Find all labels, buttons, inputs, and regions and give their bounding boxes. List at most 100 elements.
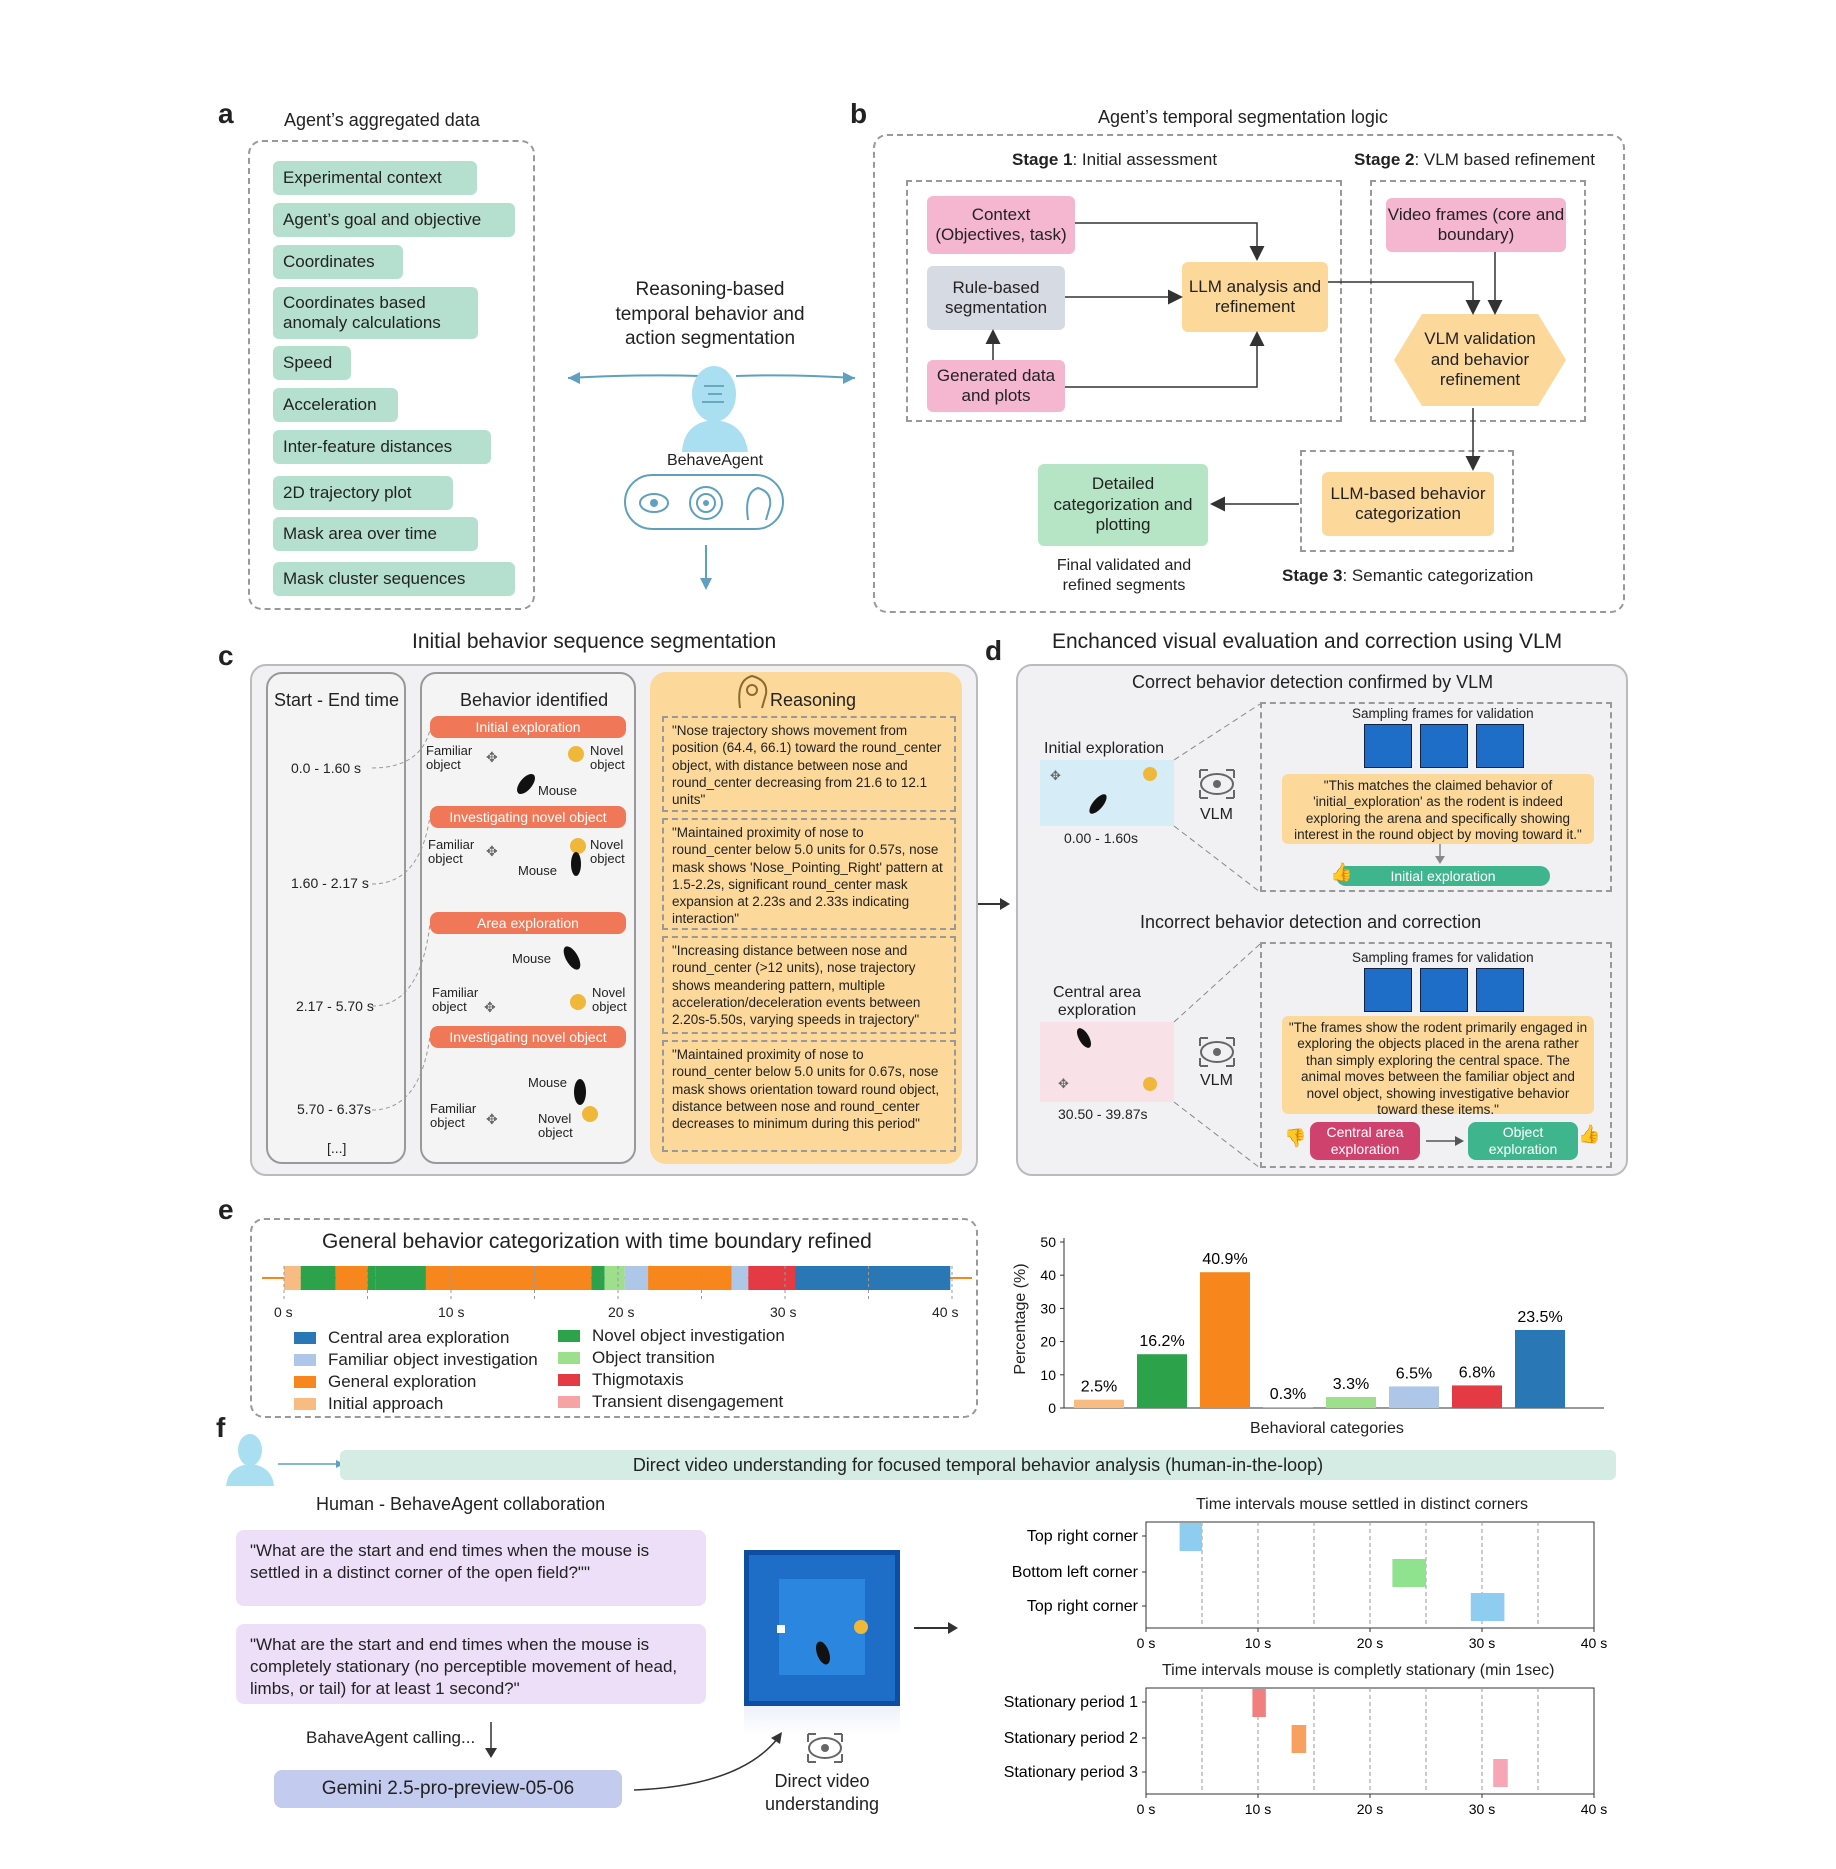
data-item: Coordinates bbox=[273, 245, 403, 279]
bar-value-label: 6.5% bbox=[1396, 1365, 1432, 1382]
vlm-eye-icon bbox=[1199, 1037, 1235, 1067]
bar-value-label: 3.3% bbox=[1333, 1376, 1369, 1393]
novel-object-label: Novel object bbox=[590, 743, 625, 773]
vlm-label: VLM bbox=[1200, 1072, 1233, 1089]
vlm-validation-label: VLM validation and behavior refinement bbox=[1424, 329, 1536, 390]
initial-exploration-label: Initial exploration bbox=[1044, 740, 1165, 757]
sampling-label: Sampling frames for validation bbox=[1352, 706, 1534, 721]
x-tick-label: 40 s bbox=[1581, 1801, 1607, 1816]
interval-bar bbox=[1470, 1593, 1505, 1621]
segmentation-title: Initial behavior sequence segmentation bbox=[412, 630, 777, 653]
center-title: Reasoning-based temporal behavior and ac… bbox=[615, 279, 805, 350]
timeline-tick: 0 s bbox=[274, 1304, 293, 1320]
video-to-results-arrow bbox=[914, 1622, 958, 1634]
open-field-sketch bbox=[777, 1579, 868, 1675]
time-label: 30.50 - 39.87s bbox=[1058, 1106, 1148, 1122]
user-question: "What are the start and end times when t… bbox=[236, 1624, 706, 1704]
percentage-bar-chart: 010203040502.5%16.2%40.9%0.3%3.3%6.5%6.8… bbox=[1040, 1234, 1604, 1416]
vlm-label: VLM bbox=[1200, 806, 1233, 823]
down-arrow bbox=[485, 1722, 497, 1758]
video-eye-icon bbox=[807, 1733, 843, 1763]
bar-y-tick-label: 30 bbox=[1040, 1300, 1056, 1316]
video-frame-thumbnail bbox=[1476, 724, 1524, 768]
vlm-quote: "This matches the claimed behavior of 'i… bbox=[1282, 774, 1594, 844]
timeline-segment bbox=[335, 1266, 368, 1290]
vlm-quote: "The frames show the rodent primarily en… bbox=[1282, 1016, 1594, 1117]
legend-item: Novel object investigation bbox=[558, 1326, 785, 1346]
familiar-object-label: Familiar object bbox=[430, 1101, 477, 1131]
svg-text:✥: ✥ bbox=[486, 1111, 498, 1127]
final-segments-label: Final validated and refined segments bbox=[1056, 557, 1192, 594]
reasoning-text: "Increasing distance between nose and ro… bbox=[662, 936, 956, 1034]
behavior-tag: Investigating novel object bbox=[430, 1026, 626, 1048]
bar bbox=[1137, 1354, 1187, 1408]
aggregated-data-box bbox=[248, 140, 535, 610]
agent-tools bbox=[624, 474, 784, 530]
x-tick-label: 0 s bbox=[1137, 1635, 1156, 1650]
data-item: Acceleration bbox=[273, 388, 398, 422]
user-question: "What are the start and end times when t… bbox=[236, 1530, 706, 1606]
mouse-label: Mouse bbox=[518, 863, 558, 878]
data-item: 2D trajectory plot bbox=[273, 476, 453, 510]
mouse-label: Mouse bbox=[528, 1075, 568, 1090]
mouse-label: Mouse bbox=[538, 783, 578, 798]
panel-label-e: e bbox=[218, 1194, 234, 1225]
reasoning-head-icon bbox=[738, 674, 768, 709]
row-label: Bottom left corner bbox=[1012, 1564, 1139, 1581]
behavior-tag: Investigating novel object bbox=[430, 806, 626, 828]
bar-value-label: 2.5% bbox=[1081, 1379, 1117, 1396]
behavior-tag: Initial exploration bbox=[430, 716, 626, 738]
svg-text:✥: ✥ bbox=[1050, 768, 1061, 783]
timeline-title: General behavior categorization with tim… bbox=[322, 1230, 872, 1253]
video-shadow bbox=[744, 1706, 900, 1734]
familiar-object-label: Familiar object bbox=[432, 985, 479, 1015]
agent-arrows bbox=[567, 372, 856, 590]
data-item: Agent’s goal and objective bbox=[273, 203, 515, 237]
timeline-segment bbox=[300, 1266, 336, 1290]
stationary-chart-title: Time intervals mouse is completly statio… bbox=[1162, 1662, 1555, 1679]
video-understanding-banner: Direct video understanding for focused t… bbox=[340, 1450, 1616, 1480]
zoom-lines bbox=[1173, 703, 1261, 1169]
time-link-lines bbox=[371, 729, 431, 1111]
context-box: Context (Objectives, task) bbox=[927, 196, 1075, 254]
vlm-hexagon bbox=[1394, 314, 1566, 406]
legend-item: Transient disengagement bbox=[558, 1392, 783, 1412]
stage2-box bbox=[1370, 180, 1586, 422]
segmentation-logic-box bbox=[873, 134, 1625, 613]
video-frame-thumbnail bbox=[1420, 968, 1468, 1012]
arena-sketch: ✥ bbox=[1058, 1028, 1157, 1091]
timeline-box bbox=[250, 1218, 978, 1418]
x-tick-label: 10 s bbox=[1245, 1635, 1271, 1650]
svg-text:✥: ✥ bbox=[486, 749, 498, 765]
c-to-d-arrow bbox=[978, 898, 1010, 910]
bar-value-label: 23.5% bbox=[1517, 1309, 1562, 1326]
central-area-label: Central area exploration bbox=[1052, 984, 1142, 1019]
incorrect-detection-title: Incorrect behavior detection and correct… bbox=[1140, 912, 1482, 932]
interval-bar bbox=[1252, 1689, 1266, 1717]
timeline-tick: 10 s bbox=[438, 1304, 465, 1320]
direct-video-label: Direct video understanding bbox=[764, 1771, 880, 1814]
timeline-segment bbox=[284, 1266, 301, 1290]
thumbs-up-icon: 👍 bbox=[1330, 862, 1353, 882]
time-range: 2.17 - 5.70 s bbox=[296, 998, 374, 1014]
data-item: Mask cluster sequences bbox=[273, 562, 515, 596]
stage3-box bbox=[1300, 450, 1514, 552]
interval-bar bbox=[1179, 1523, 1202, 1551]
novel-object-label: Novel object bbox=[538, 1111, 573, 1141]
x-tick-label: 0 s bbox=[1137, 1801, 1156, 1816]
bar-value-label: 6.8% bbox=[1459, 1364, 1495, 1381]
behavior-timeline bbox=[262, 1266, 972, 1302]
gemini-model-button[interactable]: Gemini 2.5-pro-preview-05-06 bbox=[274, 1770, 622, 1808]
data-item: Inter-feature distances bbox=[273, 430, 491, 464]
behavior-tag: Area exploration bbox=[430, 912, 626, 934]
legend-item: Familiar object investigation bbox=[294, 1350, 538, 1370]
generated-data-box: Generated data and plots bbox=[927, 360, 1065, 412]
timeline-segment bbox=[367, 1266, 376, 1290]
bar-y-tick-label: 10 bbox=[1040, 1367, 1056, 1383]
x-tick-label: 20 s bbox=[1357, 1801, 1383, 1816]
llm-analysis-box: LLM analysis and refinement bbox=[1182, 262, 1328, 332]
timeline-tick: 30 s bbox=[770, 1304, 797, 1320]
timeline-segment bbox=[648, 1266, 732, 1290]
time-range: 0.0 - 1.60 s bbox=[291, 760, 362, 776]
row-label: Top right corner bbox=[1027, 1528, 1139, 1545]
